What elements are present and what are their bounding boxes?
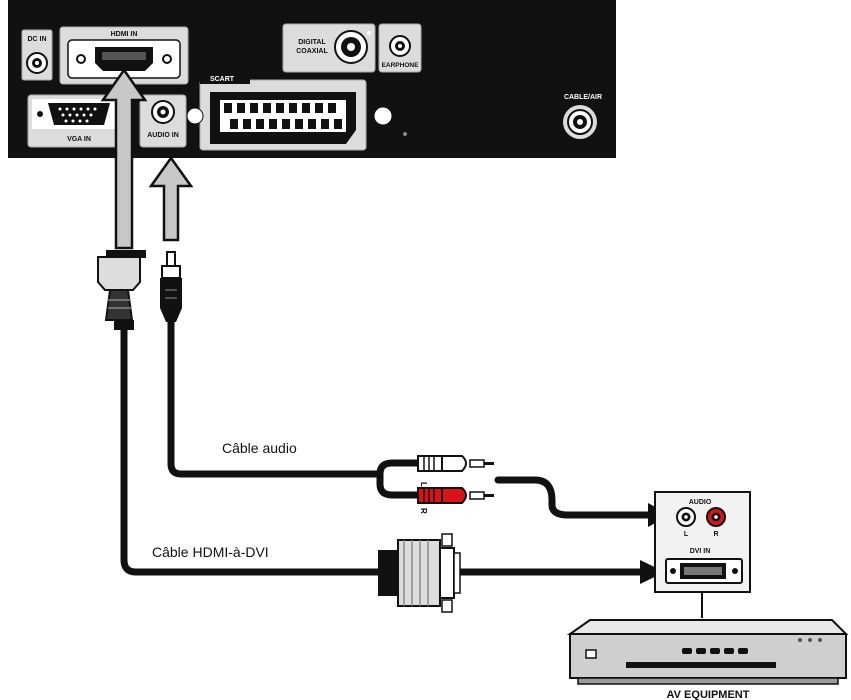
audio-in-label: AUDIO IN <box>147 132 179 139</box>
av-l-label: L <box>684 531 689 538</box>
av-equipment-label: AV EQUIPMENT <box>667 689 750 700</box>
cable-air-port: CABLE/AIR <box>563 94 602 139</box>
hdmi-dvi-cable-caption: Câble HDMI-à-DVI <box>152 544 269 560</box>
plug-r-label: R <box>419 508 428 514</box>
scart-port: SCART <box>186 72 407 151</box>
tv-rear-panel: DC IN HDMI IN DIGITAL COAXIAL <box>8 0 616 158</box>
av-dvi-in-label: DVI IN <box>690 548 711 555</box>
hdmi-in-port: HDMI IN <box>59 26 189 85</box>
av-input-panel: AUDIO L R DVI IN <box>654 491 751 593</box>
audio-cable-right <box>494 476 654 519</box>
av-equipment-device: AV EQUIPMENT <box>566 619 849 700</box>
av-audio-label: AUDIO <box>689 499 712 506</box>
audio-cable-caption: Câble audio <box>222 440 297 456</box>
av-r-label: R <box>713 531 718 538</box>
digital-coaxial-port: DIGITAL COAXIAL <box>282 23 376 73</box>
audio-cable-split-l <box>376 459 424 478</box>
vga-in-label: VGA IN <box>67 136 91 143</box>
audio-plug <box>160 251 182 322</box>
earphone-port: EARPHONE <box>378 23 422 73</box>
dvi-plug <box>378 533 461 613</box>
rca-plug-white: L <box>417 455 494 487</box>
dc-in-port: DC IN <box>21 29 53 81</box>
earphone-label: EARPHONE <box>382 62 420 69</box>
audio-cable-left <box>167 318 384 478</box>
hdmi-plug <box>97 250 146 330</box>
scart-label: SCART <box>210 76 235 83</box>
audio-cable-split-r <box>376 470 424 499</box>
coaxial-label: COAXIAL <box>296 48 328 55</box>
dc-in-label: DC IN <box>27 36 46 43</box>
cable-air-label: CABLE/AIR <box>564 94 602 101</box>
hdmi-dvi-cable-left <box>120 326 382 576</box>
hdmi-in-label: HDMI IN <box>111 31 138 38</box>
vga-in-port: VGA IN <box>27 94 131 148</box>
audio-in-port: AUDIO IN <box>139 94 187 148</box>
dvi-arrowhead <box>640 560 665 584</box>
hdmi-up-arrow <box>100 67 148 250</box>
cables <box>120 318 654 576</box>
audio-up-arrow <box>148 155 194 242</box>
digital-label: DIGITAL <box>298 39 326 46</box>
rca-plug-red: R <box>417 487 494 514</box>
plug-l-label: L <box>419 482 428 487</box>
